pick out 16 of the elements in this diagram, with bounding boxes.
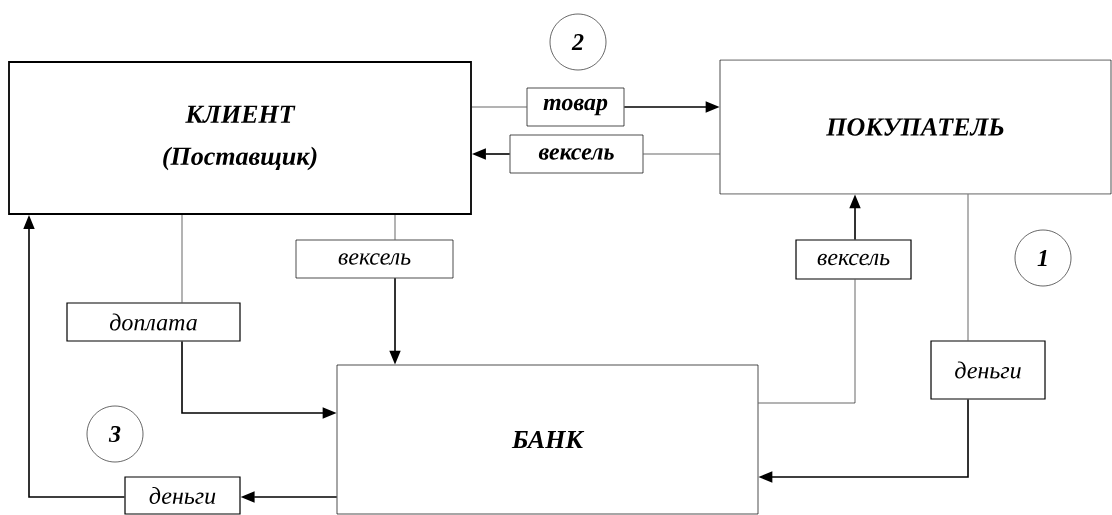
connector-line xyxy=(967,194,969,341)
connector-line xyxy=(643,153,720,155)
connector-line xyxy=(394,214,396,240)
connector-line xyxy=(758,279,856,404)
label-box: товар xyxy=(526,87,625,127)
label-box: вексель xyxy=(795,239,912,280)
label-box: деньги xyxy=(930,340,1046,400)
connector-line xyxy=(471,106,527,108)
label-box: вексель xyxy=(509,134,644,174)
process-box: ПОКУПАТЕЛЬ xyxy=(719,59,1112,195)
label-box: вексель xyxy=(295,239,454,279)
connector-line xyxy=(181,214,183,303)
process-box: КЛИЕНТ (Поставщик) xyxy=(8,61,472,215)
label-box: доплата xyxy=(66,302,241,342)
label-box: деньги xyxy=(124,476,241,515)
process-box: БАНК xyxy=(336,364,759,515)
